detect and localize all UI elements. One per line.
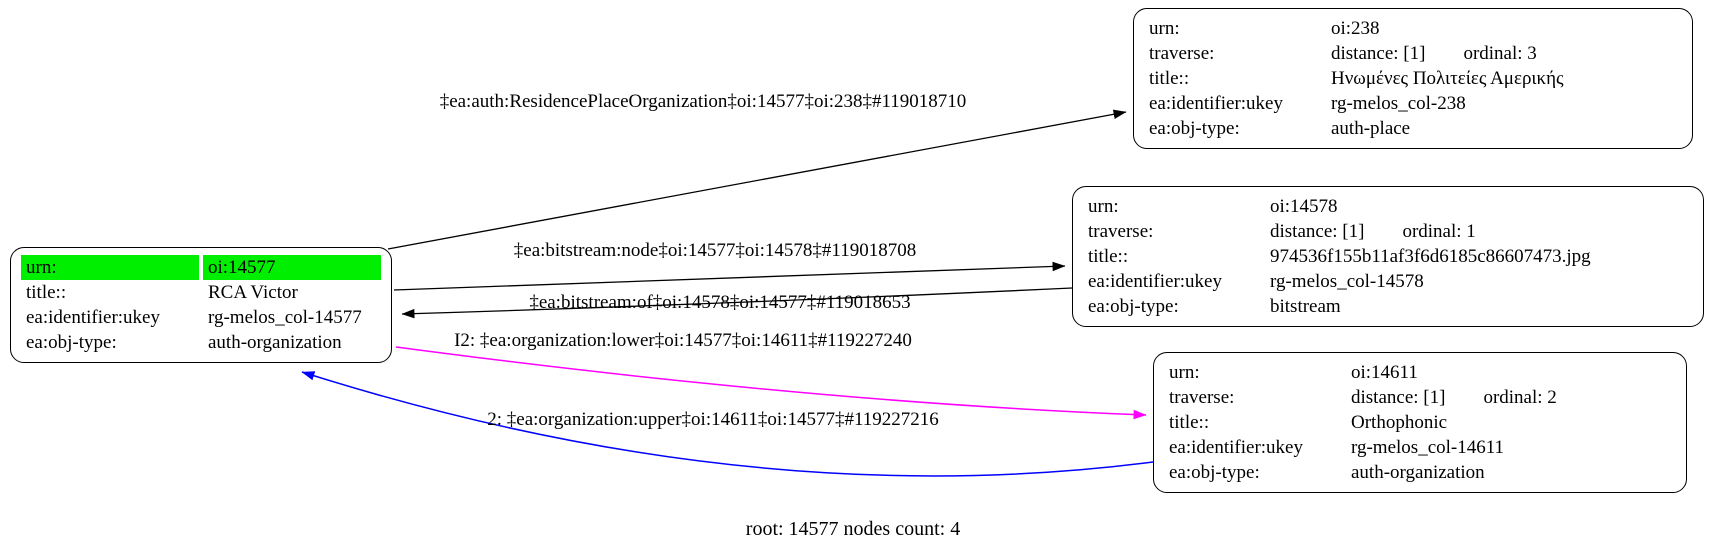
traverse-distance: distance: [1] [1351,387,1446,408]
field-value: rg-melos_col-14611 [1351,437,1505,458]
traverse-ordinal: ordinal: 2 [1483,387,1557,408]
field-value: distance: [1] ordinal: 1 [1265,219,1693,244]
graph-node-14611: urn: oi:14611 traverse: distance: [1] or… [1153,352,1687,493]
field-value: bitstream [1270,296,1341,317]
node-row: urn: oi:238 [1144,16,1682,41]
edge-organization-lower [395,346,1147,420]
traverse-ordinal: ordinal: 3 [1463,43,1537,64]
edge-label-bitstream-node: ‡ea:bitstream:node‡oi:14577‡oi:14578‡#11… [513,240,917,261]
field-key: title:: [1088,246,1129,267]
node-row: traverse: distance: [1] ordinal: 1 [1083,219,1693,244]
field-key: urn: [1169,362,1200,383]
field-key: ea:identifier:ukey [26,307,160,328]
node-row: title:: Ηνωμένες Πολιτείες Αμερικής [1144,66,1682,91]
field-key: title:: [26,282,67,303]
traverse-distance: distance: [1] [1331,43,1426,64]
field-value: rg-melos_col-14578 [1270,271,1424,292]
graph-node-14578: urn: oi:14578 traverse: distance: [1] or… [1072,186,1704,327]
field-key: traverse: [1088,221,1154,242]
traverse-ordinal: ordinal: 1 [1402,221,1476,242]
node-row: ea:obj-type: auth-place [1144,116,1682,141]
field-value: Orthophonic [1351,412,1448,433]
field-key: traverse: [1149,43,1215,64]
node-row: title:: 974536f155b11af3f6d6185c86607473… [1083,244,1693,269]
field-key: title:: [1169,412,1210,433]
field-key: ea:obj-type: [26,332,117,353]
edge-label-organization-upper: 2: ‡ea:organization:upper‡oi:14611‡oi:14… [487,409,939,430]
field-key: ea:identifier:ukey [1088,271,1222,292]
node-row: title:: RCA Victor [21,280,381,305]
field-key: ea:obj-type: [1088,296,1179,317]
field-key: urn: [21,255,199,280]
traverse-distance: distance: [1] [1270,221,1365,242]
field-key: urn: [1149,18,1180,39]
field-value: distance: [1] ordinal: 3 [1326,41,1682,66]
field-key: title:: [1149,68,1190,89]
node-row: urn: oi:14577 [21,255,381,280]
field-value: rg-melos_col-14577 [208,307,362,328]
node-row: traverse: distance: [1] ordinal: 3 [1144,41,1682,66]
node-row: traverse: distance: [1] ordinal: 2 [1164,385,1676,410]
edge-label-residence-place-organization: ‡ea:auth:ResidencePlaceOrganization‡oi:1… [439,91,967,112]
field-value: oi:238 [1331,18,1380,39]
node-row: ea:obj-type: bitstream [1083,294,1693,319]
field-value: rg-melos_col-238 [1331,93,1466,114]
edge-bitstream-node [393,261,1066,291]
node-row: title:: Orthophonic [1164,410,1676,435]
node-row: urn: oi:14578 [1083,194,1693,219]
field-key: urn: [1088,196,1119,217]
field-value: oi:14577 [203,255,381,280]
node-row: ea:identifier:ukey rg-melos_col-14577 [21,305,381,330]
field-value: 974536f155b11af3f6d6185c86607473.jpg [1270,246,1591,267]
field-key: ea:obj-type: [1169,462,1260,483]
field-value: RCA Victor [208,282,298,303]
node-row: ea:identifier:ukey rg-melos_col-14578 [1083,269,1693,294]
field-value: oi:14611 [1351,362,1418,383]
field-key: ea:obj-type: [1149,118,1240,139]
field-value: Ηνωμένες Πολιτείες Αμερικής [1331,68,1564,89]
field-key: ea:identifier:ukey [1149,93,1283,114]
node-row: ea:identifier:ukey rg-melos_col-14611 [1164,435,1676,460]
field-value: oi:14578 [1270,196,1338,217]
edge-bitstream-of [401,287,1073,319]
field-value: auth-place [1331,118,1411,139]
node-row: ea:obj-type: auth-organization [21,330,381,355]
field-value: auth-organization [208,332,342,353]
graph-node-14577: urn: oi:14577 title:: RCA Victor ea:iden… [10,247,392,363]
edge-organization-upper [301,371,1154,477]
field-value: auth-organization [1351,462,1485,483]
field-key: ea:identifier:ukey [1169,437,1303,458]
field-key: traverse: [1169,387,1235,408]
edge-residence-place-organization [387,109,1127,250]
node-row: ea:obj-type: auth-organization [1164,460,1676,485]
graph-root-caption: root: 14577 nodes count: 4 [745,518,961,540]
node-row: urn: oi:14611 [1164,360,1676,385]
node-row: ea:identifier:ukey rg-melos_col-238 [1144,91,1682,116]
field-value: distance: [1] ordinal: 2 [1346,385,1676,410]
edge-label-bitstream-of: ‡ea:bitstream:of‡oi:14578‡oi:14577‡#1190… [529,292,911,313]
graph-node-238: urn: oi:238 traverse: distance: [1] ordi… [1133,8,1693,149]
edge-label-organization-lower: I2: ‡ea:organization:lower‡oi:14577‡oi:1… [454,330,912,351]
